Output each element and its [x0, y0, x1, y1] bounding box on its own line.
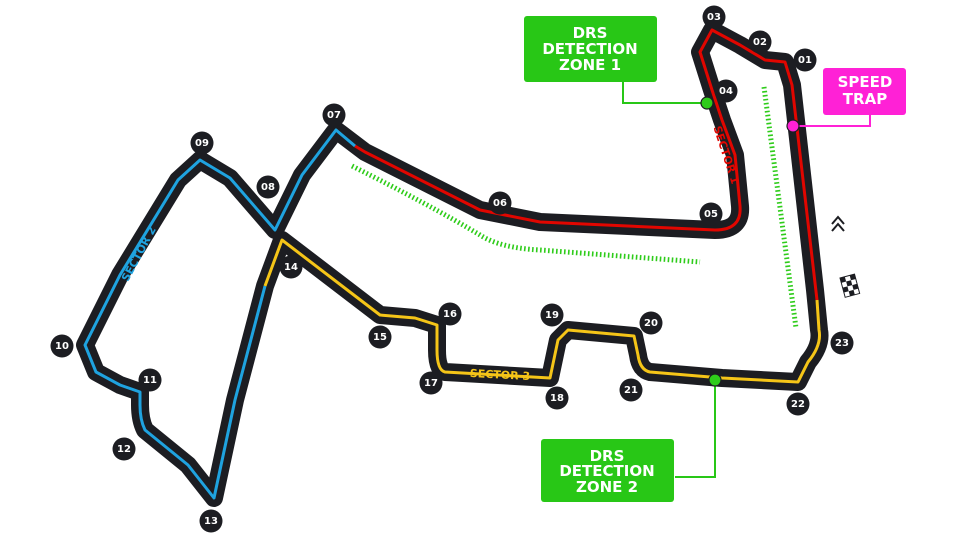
turn-number-06: 06	[493, 198, 507, 209]
svg-text:DETECTION: DETECTION	[559, 462, 654, 480]
turn-badge-circle	[112, 437, 136, 461]
turn-badge-circle	[199, 509, 223, 533]
turn-badge-06: 06	[488, 191, 512, 215]
turn-badge-circle	[540, 303, 564, 327]
turn-badge-circle	[545, 386, 569, 410]
speed-trap-connector	[793, 114, 871, 127]
turn-badge-14: 14	[279, 255, 303, 279]
turn-number-07: 07	[327, 110, 341, 121]
svg-text:DETECTION: DETECTION	[542, 40, 637, 58]
turn-number-13: 13	[204, 516, 218, 527]
turn-badge-19: 19	[540, 303, 564, 327]
svg-text:SPEED: SPEED	[838, 73, 893, 91]
turn-badge-circle	[279, 255, 303, 279]
turn-badge-circle	[714, 79, 738, 103]
turn-badge-22: 22	[786, 392, 810, 416]
turn-badge-circle	[488, 191, 512, 215]
svg-text:DRS: DRS	[590, 447, 625, 465]
sector-2-line	[83, 128, 356, 500]
turn-badge-circle	[619, 378, 643, 402]
turn-badge-03: 03	[702, 5, 726, 29]
turn-number-19: 19	[545, 310, 559, 321]
turn-badge-04: 04	[714, 79, 738, 103]
turn-badge-12: 12	[112, 437, 136, 461]
turn-number-01: 01	[798, 55, 812, 66]
turn-number-09: 09	[195, 138, 209, 149]
drs-1-connector	[622, 82, 706, 104]
turn-number-05: 05	[704, 209, 718, 220]
turn-number-17: 17	[424, 378, 438, 389]
turn-badge-20: 20	[639, 311, 663, 335]
svg-text:ZONE 1: ZONE 1	[559, 56, 621, 74]
direction-chevron-icon	[831, 215, 845, 232]
turn-number-21: 21	[624, 385, 638, 396]
turn-badge-circle	[256, 175, 280, 199]
turn-badge-circle	[639, 311, 663, 335]
turn-badge-17: 17	[419, 371, 443, 395]
turn-badge-15: 15	[368, 325, 392, 349]
sector-3-line	[263, 238, 821, 384]
turn-number-16: 16	[443, 309, 457, 320]
turn-badge-circle	[190, 131, 214, 155]
drs-zone-line-1	[761, 86, 799, 329]
sector-3-label: SECTOR 3	[470, 367, 531, 383]
turn-number-15: 15	[373, 332, 387, 343]
svg-text:ZONE 2: ZONE 2	[576, 478, 638, 496]
turn-number-20: 20	[644, 318, 658, 329]
turn-number-10: 10	[55, 341, 69, 352]
drs-2-marker	[708, 373, 722, 387]
turn-badge-18: 18	[545, 386, 569, 410]
turn-number-18: 18	[550, 393, 564, 404]
turn-badge-circle	[50, 334, 74, 358]
turn-number-02: 02	[753, 37, 767, 48]
turn-badge-23: 23	[830, 331, 854, 355]
turn-number-04: 04	[719, 86, 733, 97]
turn-badge-16: 16	[438, 302, 462, 326]
turn-number-03: 03	[707, 12, 721, 23]
svg-text:DRS: DRS	[573, 24, 608, 42]
svg-text:TRAP: TRAP	[843, 90, 887, 108]
turn-badge-21: 21	[619, 378, 643, 402]
turn-badge-09: 09	[190, 131, 214, 155]
turn-badge-circle	[322, 103, 346, 127]
turn-number-22: 22	[791, 399, 805, 410]
turn-badge-08: 08	[256, 175, 280, 199]
turn-badge-10: 10	[50, 334, 74, 358]
speed-trap-box: SPEED TRAP	[823, 68, 906, 115]
turn-number-11: 11	[143, 375, 157, 386]
turn-number-14: 14	[284, 262, 298, 273]
sector-1-line	[354, 28, 819, 301]
drs-detection-zone-1-box: DRS DETECTION ZONE 1	[524, 16, 657, 82]
turn-number-23: 23	[835, 338, 849, 349]
turn-badge-circle	[368, 325, 392, 349]
checkered-flag-icon	[839, 273, 861, 298]
turn-number-08: 08	[261, 182, 275, 193]
turn-badge-circle	[830, 331, 854, 355]
turn-badge-circle	[419, 371, 443, 395]
turn-badge-01: 01	[793, 48, 817, 72]
speed-trap-marker	[786, 119, 800, 133]
drs-detection-zone-2-box: DRS DETECTION ZONE 2	[541, 439, 674, 502]
drs-1-marker	[700, 96, 714, 110]
turn-badge-11: 11	[138, 368, 162, 392]
turn-badge-circle	[786, 392, 810, 416]
turn-badge-circle	[702, 5, 726, 29]
turn-number-12: 12	[117, 444, 131, 455]
turn-badge-circle	[699, 202, 723, 226]
turn-badges: 01 02 03 04 05 06 07 08 09 10 11 12 13 14 15 16 17 18 19 20…	[50, 5, 854, 533]
turn-badge-circle	[138, 368, 162, 392]
turn-badge-05: 05	[699, 202, 723, 226]
turn-badge-02: 02	[748, 30, 772, 54]
turn-badge-07: 07	[322, 103, 346, 127]
turn-badge-circle	[438, 302, 462, 326]
drs-2-connector	[675, 381, 716, 478]
turn-badge-circle	[793, 48, 817, 72]
turn-badge-circle	[748, 30, 772, 54]
turn-badge-13: 13	[199, 509, 223, 533]
